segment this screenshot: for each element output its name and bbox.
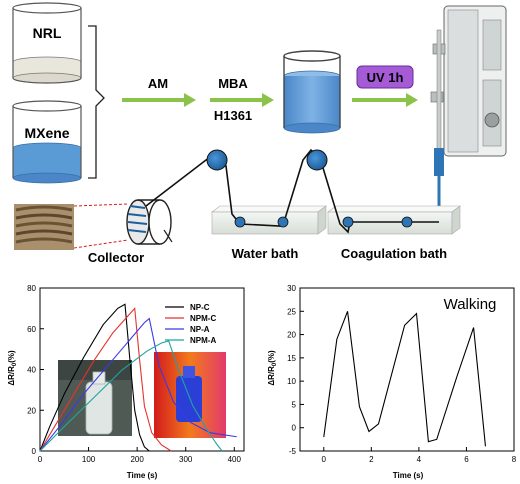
chart1-series-line-2 xyxy=(39,307,172,452)
chart2-ytick-label: 0 xyxy=(292,424,297,433)
mba-label: MBA xyxy=(218,76,248,91)
chart1-ytick-label: 60 xyxy=(27,325,36,334)
water-bath: Water bath xyxy=(211,205,327,261)
chart2-ytick-label: 25 xyxy=(287,307,296,316)
chart1-series-line-1 xyxy=(39,303,150,452)
chart1-xtick-label: 0 xyxy=(38,455,43,464)
collector-label: Collector xyxy=(88,250,144,265)
arrow-am: AM xyxy=(122,76,196,107)
merge-bracket xyxy=(88,25,105,179)
am-label: AM xyxy=(148,76,168,91)
nrl-beaker: NRL xyxy=(12,2,82,84)
roller-water-1 xyxy=(234,216,246,228)
chart1-xtick-label: 100 xyxy=(82,455,96,464)
roller-coag-1 xyxy=(342,216,354,228)
chart2-ytick-label: -5 xyxy=(289,447,297,456)
chart2-ytick-label: 15 xyxy=(287,354,296,363)
chart2-xtick-label: 2 xyxy=(369,455,374,464)
nrl-label: NRL xyxy=(33,25,62,41)
chart2-series-line-1 xyxy=(323,311,487,447)
schematic-panel: NRL MXene AM MBA H1361 xyxy=(12,2,507,265)
water-bath-label: Water bath xyxy=(232,246,299,261)
chart2-xtick-label: 0 xyxy=(322,455,327,464)
chart2-title: Walking xyxy=(444,296,497,313)
chart1-ytick-label: 20 xyxy=(27,406,36,415)
chart2-series-layer xyxy=(323,311,487,447)
roller-water-2 xyxy=(277,216,289,228)
legend-label: NPM-A xyxy=(190,336,216,345)
chart2-axes: 0 2 4 6 8 -5 0 5 10 15 20 25 30 xyxy=(287,284,517,464)
uv-step: UV 1h xyxy=(352,65,418,107)
thermal-photo-inset xyxy=(154,352,226,438)
chart2-panel: 0 2 4 6 8 -5 0 5 10 15 20 25 30 Walking Time (s) ΔR/… xyxy=(267,284,517,480)
bottle-photo-inset xyxy=(58,360,132,436)
chart2-ytick-label: 5 xyxy=(292,400,297,409)
chart2-ylabel: ΔR/R0(%) xyxy=(267,350,278,386)
chart1-ytick-label: 40 xyxy=(27,366,36,375)
chart1-legend: NP-C NPM-C NP-A NPM-A xyxy=(165,303,216,345)
chart1-xtick-label: 400 xyxy=(228,455,242,464)
chart2-ytick-label: 10 xyxy=(287,377,296,386)
coagulation-bath: Coagulation bath xyxy=(327,205,461,261)
mxene-label: MXene xyxy=(24,125,69,141)
roller-top-1 xyxy=(206,149,228,171)
chart1-series-layer xyxy=(39,303,237,452)
chart1-ytick-label: 80 xyxy=(27,284,36,293)
legend-label: NP-C xyxy=(190,303,210,312)
arrow-mba: MBA H1361 xyxy=(210,76,274,123)
chart1-panel: 0 100 200 300 400 0 20 40 60 80 NP-C NPM-C NP-A NPM-… xyxy=(7,284,245,480)
chart2-xtick-label: 6 xyxy=(464,455,469,464)
legend-label: NPM-C xyxy=(190,314,216,323)
roller-top-2 xyxy=(306,149,328,171)
chart1-xtick-label: 200 xyxy=(130,455,144,464)
chart1-axes: 0 100 200 300 400 0 20 40 60 80 xyxy=(27,284,241,464)
syringe-pump xyxy=(430,5,507,222)
chart2-ytick-label: 30 xyxy=(287,284,296,293)
chart1-xtick-label: 300 xyxy=(179,455,193,464)
roller-coag-2 xyxy=(401,216,413,228)
coagulation-bath-label: Coagulation bath xyxy=(341,246,447,261)
fiber-photo xyxy=(14,203,129,250)
uv-label: UV 1h xyxy=(367,70,404,85)
mxene-beaker: MXene xyxy=(12,100,82,184)
legend-label: NP-A xyxy=(190,325,210,334)
chart1-xlabel: Time (s) xyxy=(127,471,158,480)
mixed-beaker xyxy=(283,50,341,134)
chart1-series-line-3 xyxy=(39,317,237,452)
chart2-xlabel: Time (s) xyxy=(393,471,424,480)
chart1-series-line-4 xyxy=(39,340,223,452)
chart2-xtick-label: 4 xyxy=(417,455,422,464)
chart2-ytick-label: 20 xyxy=(287,331,296,340)
chart2-plot-frame xyxy=(299,287,515,452)
chart2-xtick-label: 8 xyxy=(512,455,517,464)
chart1-ylabel: ΔR/R0(%) xyxy=(7,350,18,386)
collector-drum: Collector xyxy=(88,199,173,265)
chart1-ytick-label: 0 xyxy=(32,447,37,456)
h1361-label: H1361 xyxy=(214,108,252,123)
